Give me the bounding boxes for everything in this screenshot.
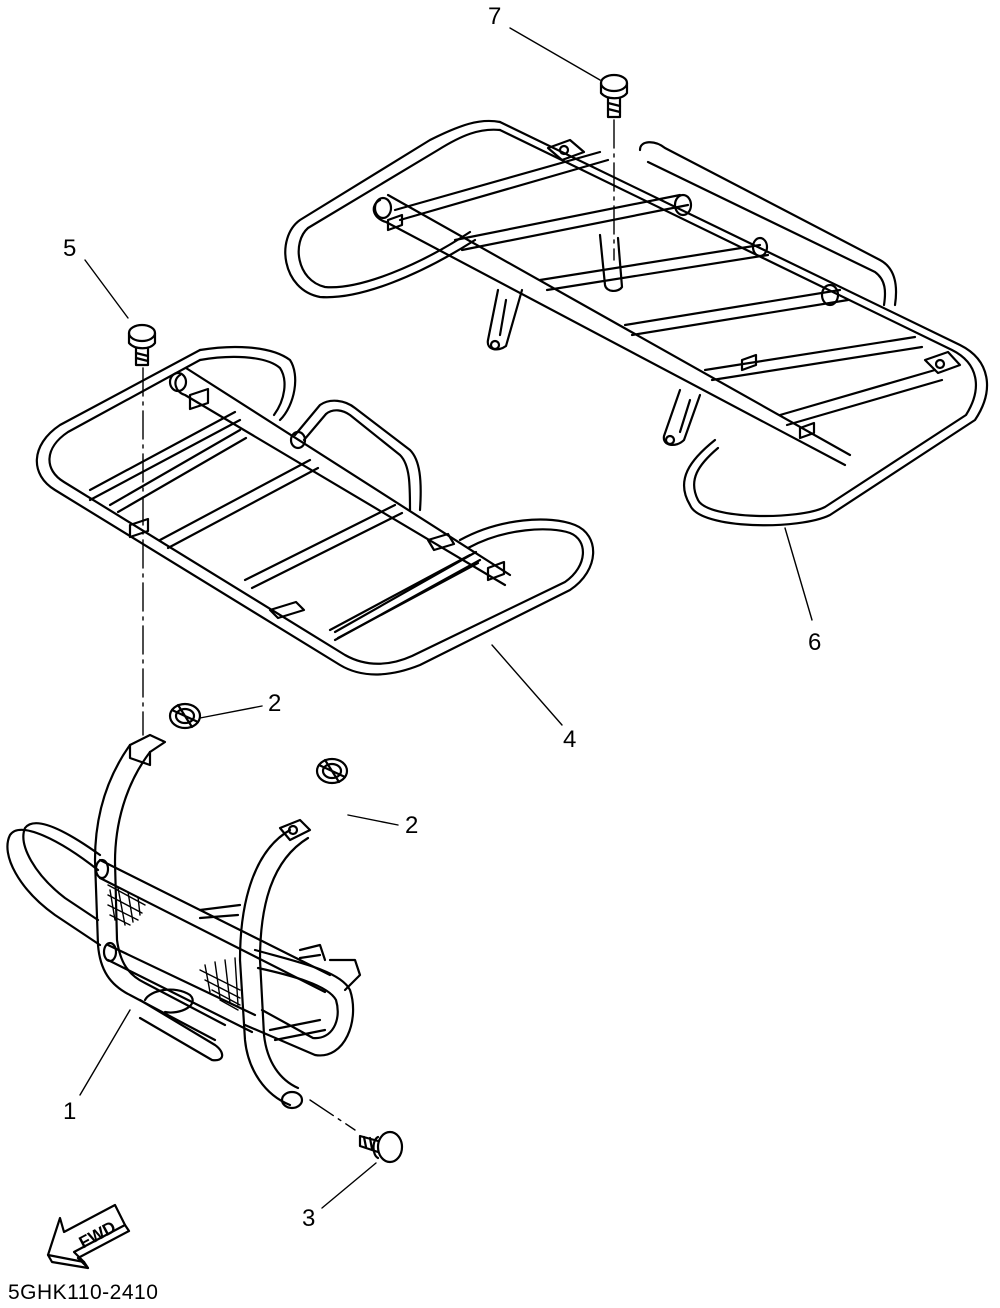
bolt-7 — [599, 73, 629, 119]
callout-4: 4 — [563, 726, 577, 753]
grommet-lower — [315, 757, 349, 785]
callout-2-lower: 2 — [405, 812, 419, 839]
callout-7: 7 — [488, 3, 502, 30]
diagram-code: 5GHK110-2410 — [8, 1281, 159, 1304]
front-carrier — [35, 345, 595, 676]
bolt-3 — [358, 1130, 404, 1164]
callout-2-upper: 2 — [268, 690, 282, 717]
callout-1: 1 — [63, 1098, 77, 1125]
callout-6: 6 — [808, 629, 822, 656]
center-lines — [142, 119, 615, 1131]
mesh-panel-right — [199, 957, 241, 1011]
fwd-arrow-icon — [46, 1203, 131, 1270]
callout-3: 3 — [302, 1205, 316, 1232]
grommet-upper — [168, 702, 202, 730]
callout-5: 5 — [63, 235, 77, 262]
mesh-panel-left — [107, 884, 146, 926]
bolt-5 — [127, 323, 157, 367]
leader-lines — [79, 27, 813, 1209]
rear-carrier — [284, 119, 989, 527]
front-guard — [6, 733, 362, 1110]
